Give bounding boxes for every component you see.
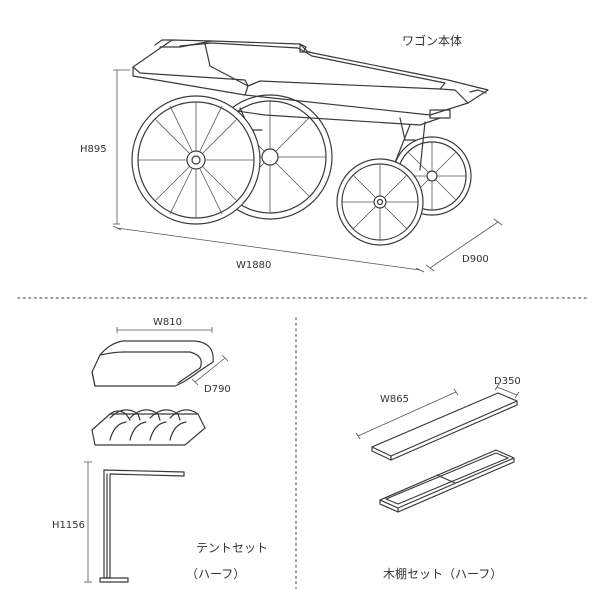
wagon-title: ワゴン本体	[402, 33, 462, 48]
tent-canopy-illustration	[91, 327, 229, 387]
tent-set-title: テントセット	[196, 541, 268, 555]
tent-set-subtitle: （ハーフ）	[186, 567, 245, 581]
shelf-board-illustration	[355, 383, 520, 461]
shelf-frame-illustration	[379, 449, 515, 513]
tent-height-label: H1156	[52, 520, 85, 531]
tent-pole-illustration	[84, 461, 185, 583]
wagon-illustration	[112, 39, 503, 273]
shelf-depth-label: D350	[494, 376, 521, 387]
tent-frame-illustration	[91, 409, 206, 446]
shelf-set-title: 木棚セット（ハーフ）	[383, 566, 502, 581]
tent-depth-label: D790	[204, 384, 231, 395]
rear-large-wheel-front	[131, 95, 261, 225]
wagon-depth-label: D900	[462, 254, 489, 265]
shelf-width-label: W865	[380, 394, 409, 405]
tent-width-label: W810	[153, 317, 182, 328]
front-small-wheel-front	[336, 158, 424, 246]
wagon-width-label: W1880	[236, 260, 271, 271]
wagon-dimension-lines	[112, 69, 503, 273]
wagon-body	[132, 39, 489, 116]
wagon-height-label: H895	[80, 144, 107, 155]
